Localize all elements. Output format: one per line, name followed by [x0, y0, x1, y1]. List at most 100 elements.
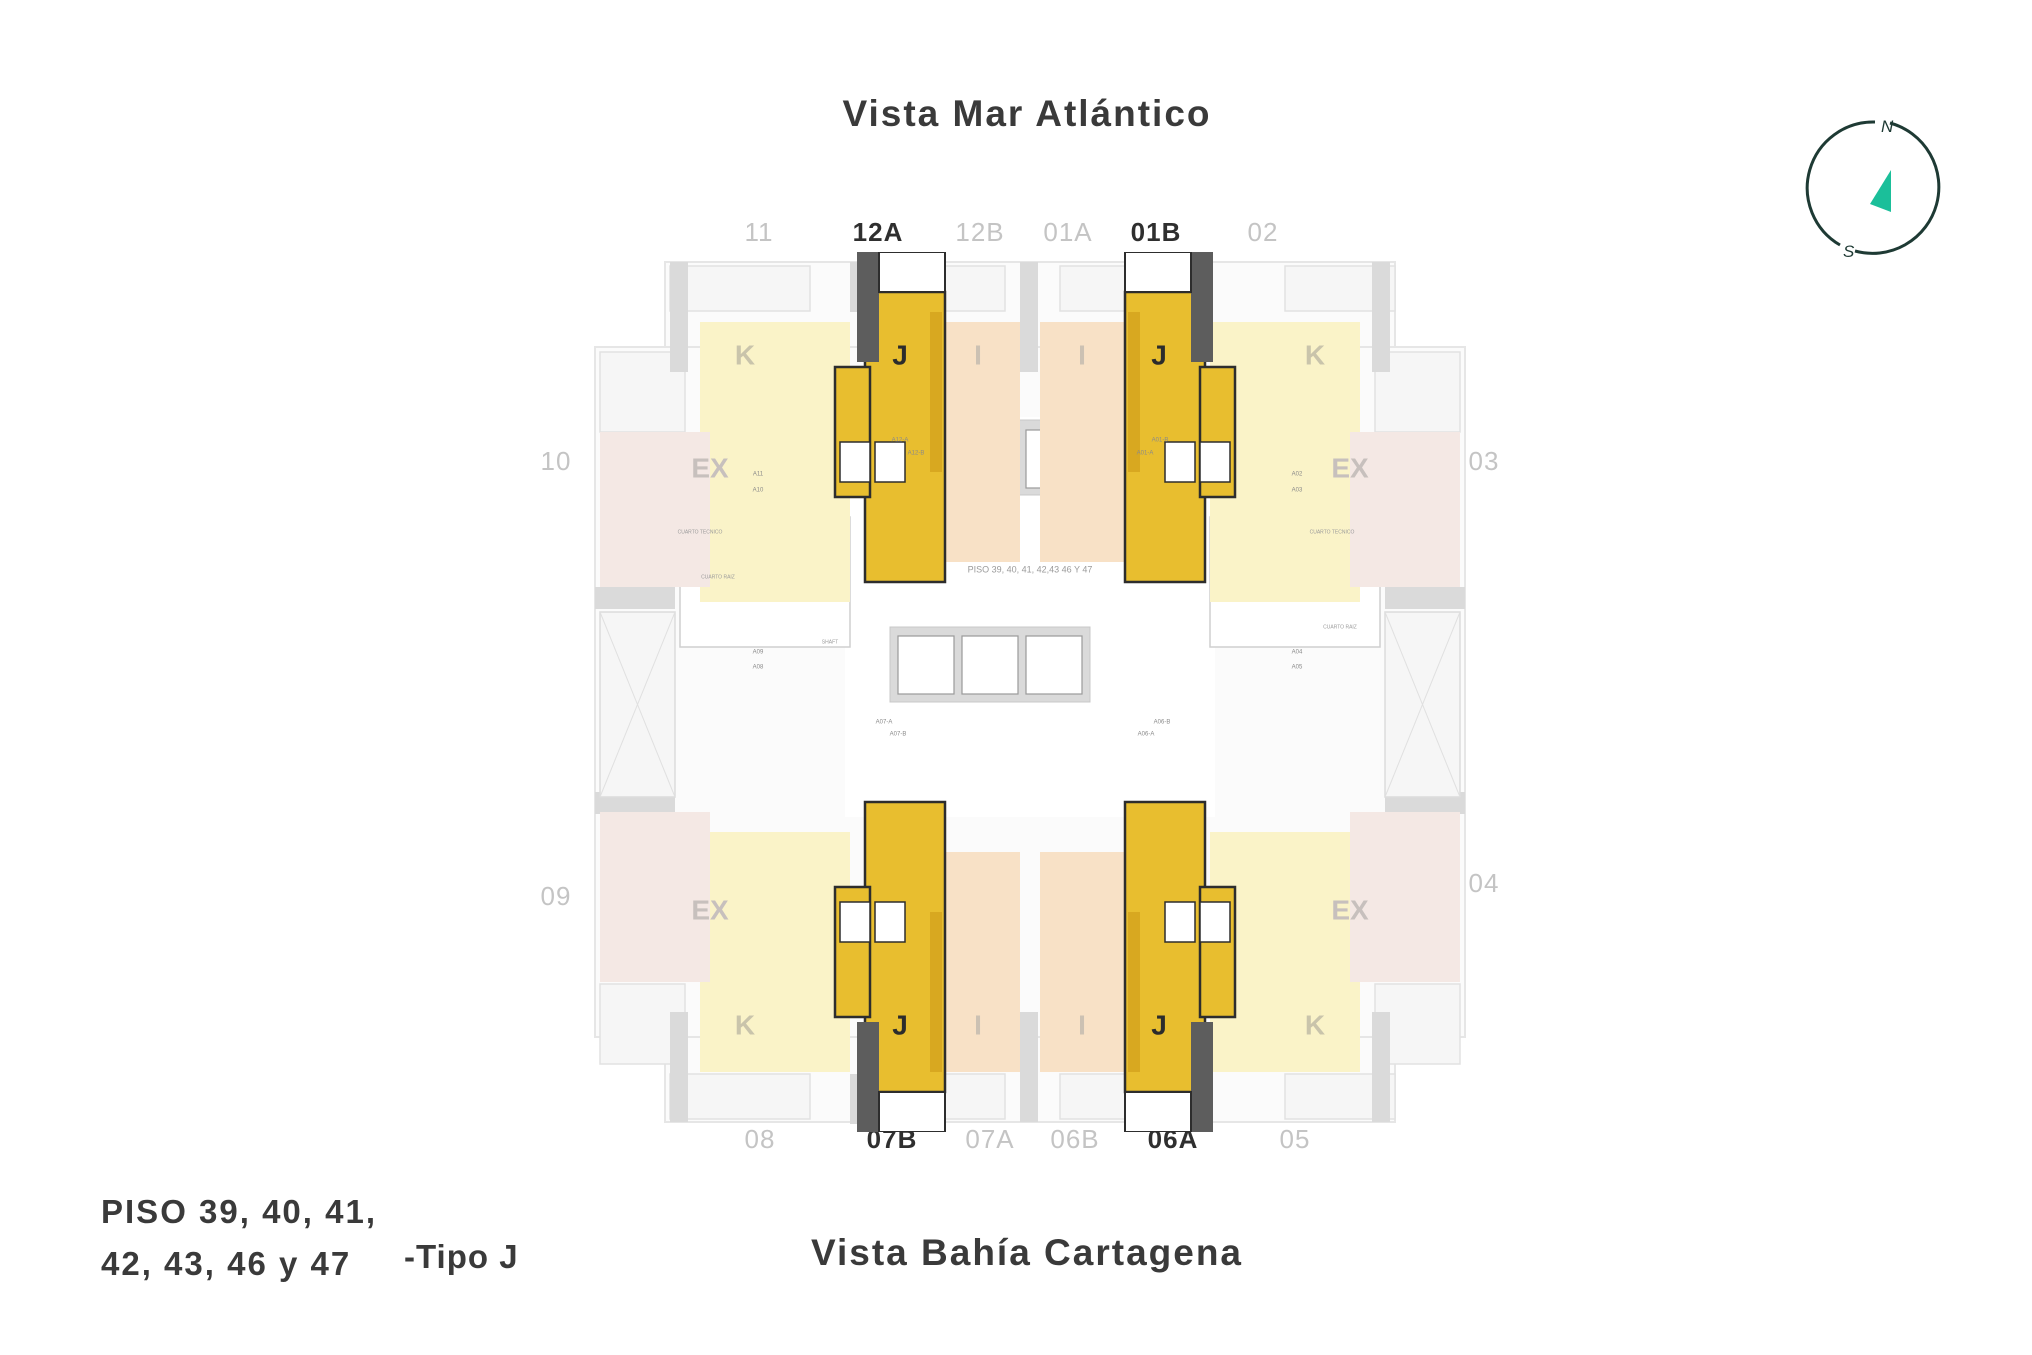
- unit-label-09: 09: [540, 881, 572, 911]
- unit-12a-highlight-shower: [839, 441, 871, 483]
- access-a09: A09: [753, 650, 764, 656]
- unit-07b-highlight-closet: [930, 912, 942, 1072]
- unit-11-area: [700, 322, 850, 602]
- type-j-label-01b: J: [1151, 339, 1167, 370]
- north-arrow-icon: [1870, 170, 1891, 212]
- balcony-top-3: [1059, 265, 1131, 312]
- unit-12a-highlight-closet: [930, 312, 942, 472]
- unit-09-area: [600, 812, 710, 982]
- unit-12a-highlight-balcony: [878, 252, 946, 293]
- root-room-label-west: CUARTO RAIZ: [701, 574, 735, 580]
- access-a01b: A01-B: [1152, 438, 1169, 444]
- unit-06a-highlight-closet: [1128, 912, 1140, 1072]
- unit-08-area: [700, 832, 850, 1072]
- access-a10: A10: [753, 488, 764, 494]
- type-j-label-07b: J: [892, 1009, 908, 1040]
- balcony-bottom-3: [1059, 1073, 1131, 1120]
- unit-label-02: 02: [1247, 217, 1279, 247]
- north-view-title: Vista Mar Atlántico: [842, 93, 1212, 134]
- structural-wall-10: [850, 1074, 860, 1124]
- unit-07b-highlight-shower: [839, 901, 871, 943]
- structural-wall-4: [595, 587, 675, 609]
- unit-10-area: [600, 432, 710, 587]
- type-k-label-02: K: [1305, 339, 1325, 370]
- unit-label-04: 04: [1468, 868, 1500, 898]
- type-k-label-05: K: [1305, 1009, 1325, 1040]
- balcony-top-0: [669, 265, 811, 312]
- shaft-label: SHAFT: [822, 639, 838, 645]
- floor-list: PISO 39, 40, 41, 42, 43, 46 y 47: [101, 1186, 377, 1290]
- unit-label-06b: 06B: [1050, 1124, 1100, 1154]
- type-ex-label-03: EX: [1331, 452, 1369, 483]
- unit-label-12b: 12B: [955, 217, 1005, 247]
- unit-06b-area: [1040, 852, 1135, 1072]
- unit-01b-highlight-balcony: [1124, 252, 1192, 293]
- type-ex-label-09: EX: [691, 894, 729, 925]
- unit-07b-highlight-toilet: [874, 901, 906, 943]
- structural-wall-2: [670, 1012, 688, 1122]
- unit-label-11: 11: [744, 217, 774, 247]
- unit-07b-highlight-column: [857, 1022, 879, 1132]
- structural-wall-12: [1020, 262, 1038, 372]
- access-a02: A02: [1292, 472, 1303, 478]
- compass-icon: N S: [1805, 117, 1941, 261]
- access-a11: A11: [753, 472, 764, 478]
- type-i-label-07a: I: [974, 1009, 982, 1040]
- type-i-label-12b: I: [974, 339, 982, 370]
- type-i-label-01a: I: [1078, 339, 1086, 370]
- structural-wall-1: [1372, 262, 1390, 372]
- south-view-title: Vista Bahía Cartagena: [810, 1232, 1244, 1273]
- type-j-label-06a: J: [1151, 1009, 1167, 1040]
- tech-room-label-west: CUARTO TECNICO: [678, 529, 723, 535]
- unit-type-label: -Tipo J: [404, 1238, 519, 1275]
- access-a08: A08: [753, 665, 764, 671]
- access-a06a: A06-A: [1138, 732, 1155, 738]
- access-a12a: A12-A: [892, 438, 909, 444]
- access-a07a: A07-A: [876, 720, 893, 726]
- access-a04: A04: [1292, 650, 1303, 656]
- structural-wall-3: [1372, 1012, 1390, 1122]
- root-room-label-east: CUARTO RAIZ: [1323, 624, 1357, 630]
- type-j-label-12a: J: [892, 339, 908, 370]
- unit-06a-highlight-column: [1191, 1022, 1213, 1132]
- unit-01b-highlight-closet: [1128, 312, 1140, 472]
- unit-01a-area: [1040, 322, 1135, 562]
- unit-label-01a: 01A: [1043, 217, 1093, 247]
- elevator-south-2: [1025, 635, 1083, 695]
- structural-wall-0: [670, 262, 688, 372]
- floor-list-line2: 42, 43, 46 y 47: [101, 1245, 352, 1282]
- unit-07b-highlight: [833, 800, 947, 1132]
- unit-04-area: [1350, 812, 1460, 982]
- unit-label-03: 03: [1468, 446, 1500, 476]
- type-k-label-08: K: [735, 1009, 755, 1040]
- type-k-label-11: K: [735, 339, 755, 370]
- unit-12a-highlight-column: [857, 252, 879, 362]
- unit-01b-highlight-shower: [1199, 441, 1231, 483]
- unit-label-07a: 07A: [965, 1124, 1015, 1154]
- structural-wall-5: [1385, 587, 1465, 609]
- compass-north-label: N: [1881, 117, 1894, 136]
- unit-01b-highlight-toilet: [1164, 441, 1196, 483]
- access-a07b: A07-B: [890, 732, 907, 738]
- tech-room-label-east: CUARTO TECNICO: [1310, 529, 1355, 535]
- type-ex-label-10: EX: [691, 452, 729, 483]
- floor-list-line1: PISO 39, 40, 41,: [101, 1193, 377, 1230]
- unit-03-area: [1350, 432, 1460, 587]
- unit-12a-highlight: [833, 252, 947, 584]
- unit-label-01b[interactable]: 01B: [1130, 217, 1182, 247]
- unit-06a-highlight: [1123, 800, 1237, 1132]
- access-a06b: A06-B: [1154, 720, 1171, 726]
- unit-12a-highlight-toilet: [874, 441, 906, 483]
- access-a03: A03: [1292, 488, 1303, 494]
- shaft-cross-1: [599, 611, 676, 798]
- unit-label-08: 08: [744, 1124, 776, 1154]
- shaft-cross-3: [1384, 611, 1461, 798]
- plan-floor-note: PISO 39, 40, 41, 42,43 46 Y 47: [968, 564, 1093, 574]
- elevator-south-1: [961, 635, 1019, 695]
- unit-06a-highlight-toilet: [1164, 901, 1196, 943]
- access-a12b: A12-B: [908, 451, 925, 457]
- compass-ring: [1854, 121, 1941, 255]
- unit-label-12a[interactable]: 12A: [852, 217, 904, 247]
- balcony-bottom-0: [669, 1073, 811, 1120]
